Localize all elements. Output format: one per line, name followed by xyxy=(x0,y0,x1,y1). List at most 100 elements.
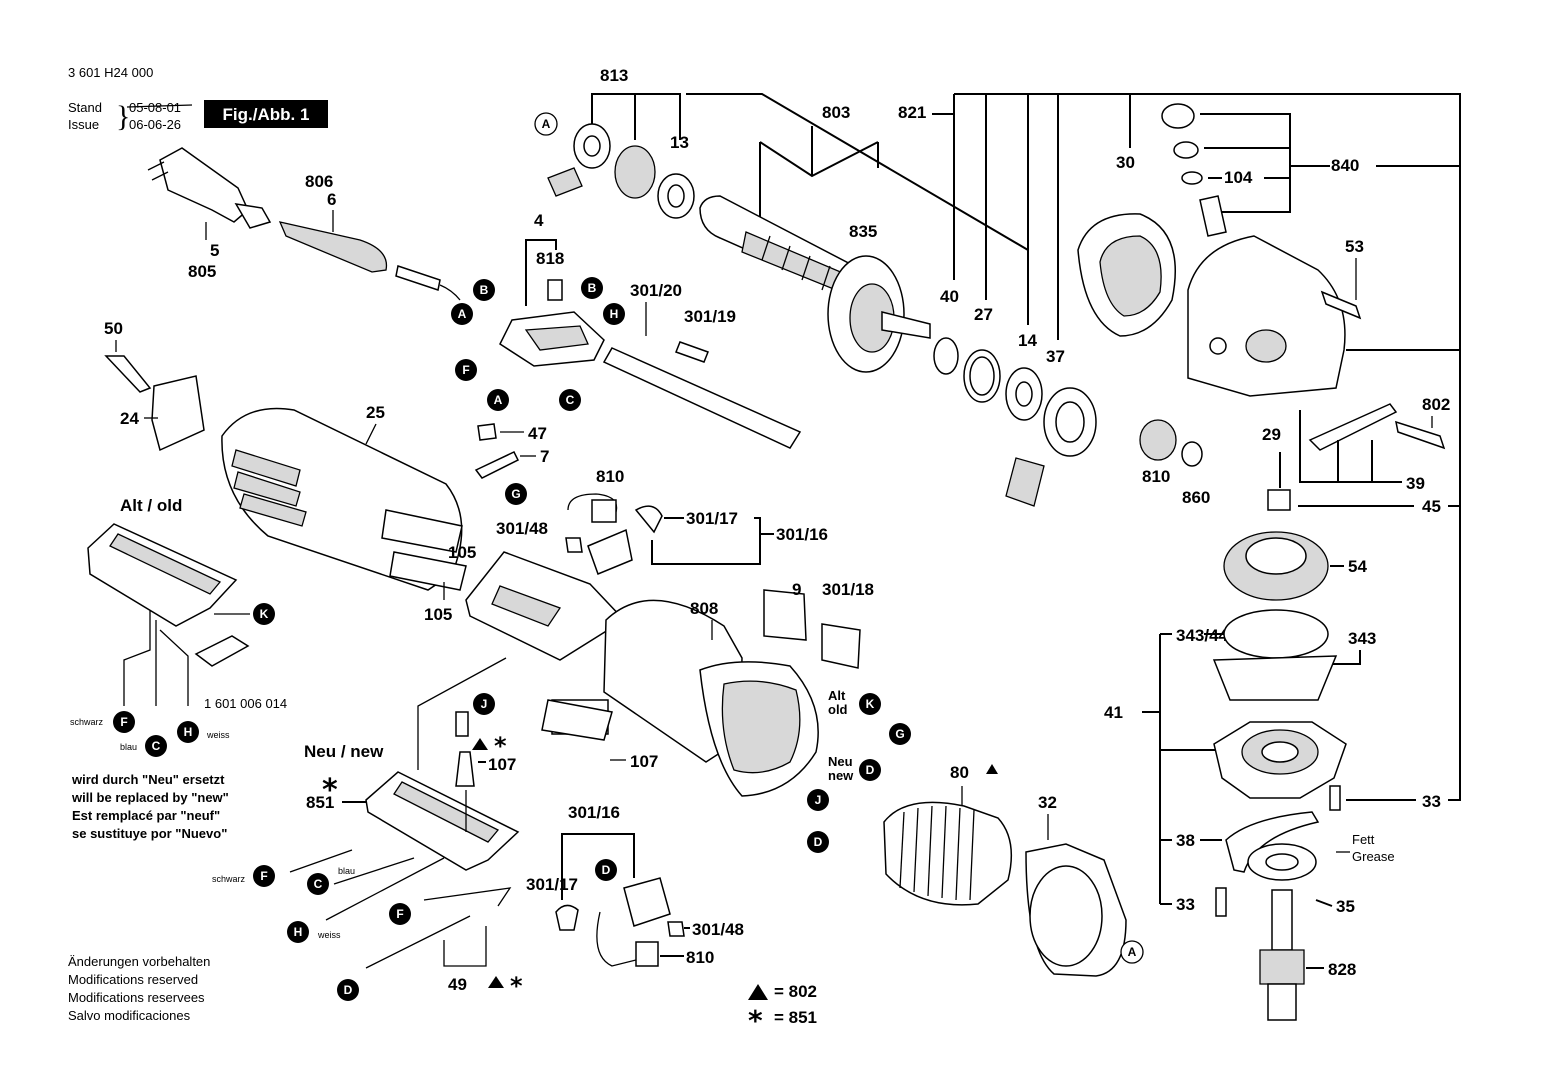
modifications-note-de: Änderungen vorbehalten xyxy=(68,954,210,969)
screw-47 xyxy=(477,423,497,441)
callout-a-switch: A xyxy=(487,389,509,411)
brush-spring-b xyxy=(555,904,579,931)
label-301-19: 301/19 xyxy=(684,307,736,326)
svg-text:K: K xyxy=(260,607,269,621)
callout-f-old: F xyxy=(113,711,135,733)
connector-107 xyxy=(455,751,475,787)
label-9: 9 xyxy=(792,580,801,599)
label-41: 45 xyxy=(1422,497,1441,516)
label-27: 27 xyxy=(974,305,993,324)
legend-star-text: = 851 xyxy=(774,1008,817,1027)
screw-301-48 xyxy=(565,537,583,553)
svg-text:A: A xyxy=(494,393,503,407)
label-104: 104 xyxy=(1224,168,1253,187)
switch-button-301-18 xyxy=(821,623,861,669)
wire-white-new: weiss xyxy=(317,930,341,940)
svg-text:D: D xyxy=(344,983,353,997)
wire-blue-new: blau xyxy=(338,866,355,876)
label-54: 802 xyxy=(1422,395,1450,414)
callout-j-new: J xyxy=(473,693,495,715)
svg-text:C: C xyxy=(152,739,161,753)
label-sticker-9 xyxy=(763,589,807,641)
callout-c-old: C xyxy=(145,735,167,757)
connector-j xyxy=(455,711,469,737)
guard-29 xyxy=(1025,843,1127,977)
triangle-107-icon xyxy=(472,738,488,750)
label-806: 806 xyxy=(305,172,333,191)
label-301-16b: 301/16 xyxy=(568,803,620,822)
power-plug xyxy=(147,147,272,229)
label-105: 105 xyxy=(448,543,476,562)
wire-white-old: weiss xyxy=(206,730,230,740)
neu-new-conn-2: new xyxy=(828,768,854,783)
star-860-icon: * xyxy=(510,972,523,1000)
label-343: 39 xyxy=(1406,474,1425,493)
label-301-1: 808 xyxy=(690,599,718,618)
callout-k-old: K xyxy=(253,603,275,625)
lever-343 xyxy=(1308,403,1398,451)
grease-en: Grease xyxy=(1352,849,1395,864)
screw-49 xyxy=(1329,785,1341,811)
spindle-lock-knob xyxy=(1161,103,1227,237)
label-29: 32 xyxy=(1038,793,1057,812)
callout-g-conn: D xyxy=(859,759,881,781)
brace-icon: } xyxy=(116,100,130,133)
svg-text:A: A xyxy=(458,307,467,321)
switch-unit xyxy=(499,311,605,367)
label-301-18: 301/18 xyxy=(822,580,874,599)
bearing-cage xyxy=(614,145,656,199)
svg-text:F: F xyxy=(120,715,127,729)
legend-star-icon: * xyxy=(748,1004,763,1037)
callout-a-cord: A xyxy=(451,303,473,325)
cord-wire xyxy=(395,265,461,301)
screw-49b xyxy=(1215,887,1227,917)
callout-a-top: A xyxy=(534,112,558,136)
svg-text:C: C xyxy=(566,393,575,407)
new-switch-module xyxy=(365,771,520,871)
seal-ring-33 xyxy=(1223,609,1329,659)
label-53: 53 xyxy=(1345,237,1364,256)
star-107-icon: * xyxy=(494,732,507,760)
replacement-note-es: se sustituye por "Nuevo" xyxy=(72,826,227,841)
neu-new-conn-1: Neu xyxy=(828,754,853,769)
label-107: 107 xyxy=(488,755,516,774)
label-24: 24 xyxy=(120,409,139,428)
label-35: 343 xyxy=(1348,629,1376,648)
callout-h-conn: G xyxy=(889,723,911,745)
carbon-brush-b xyxy=(635,941,659,967)
cord-sleeve xyxy=(278,221,388,273)
stand-date-strike xyxy=(126,104,193,108)
legend-triangle-text: = 802 xyxy=(774,982,817,1001)
svg-text:C: C xyxy=(314,877,323,891)
callout-c-switch: C xyxy=(559,389,581,411)
fig-label-box xyxy=(204,100,328,128)
svg-text:G: G xyxy=(511,487,520,501)
callout-i-switch: H xyxy=(603,303,625,325)
svg-text:A: A xyxy=(1128,945,1137,959)
label-840: 840 xyxy=(1331,156,1359,175)
svg-text:F: F xyxy=(462,363,469,377)
screw-53 xyxy=(1320,290,1362,320)
label-805: 805 xyxy=(188,262,216,281)
label-14: 14 xyxy=(1018,331,1037,350)
callout-j-coil: J xyxy=(807,789,829,811)
svg-text:J: J xyxy=(481,697,488,711)
label-301-20: 301/20 xyxy=(630,281,682,300)
doc-number: 3 601 H24 000 xyxy=(68,65,153,80)
label-37: 37 xyxy=(1046,347,1065,366)
wire-black-new: schwarz xyxy=(212,874,246,884)
label-821: 821 xyxy=(898,103,926,122)
cord-clip-24 xyxy=(151,375,205,452)
label-803: 803 xyxy=(822,103,850,122)
callout-i-old: H xyxy=(177,721,199,743)
field-coil xyxy=(883,801,1013,906)
label-835: 835 xyxy=(849,222,877,241)
label-33: 343/44 xyxy=(1176,626,1229,645)
screw-301-48b xyxy=(667,921,685,937)
modifications-note-es: Salvo modificaciones xyxy=(68,1008,191,1023)
issue-label: Issue xyxy=(68,117,99,132)
fan-baffle xyxy=(1077,213,1176,337)
star-851-icon: * xyxy=(322,773,338,808)
label-13: 13 xyxy=(670,133,689,152)
